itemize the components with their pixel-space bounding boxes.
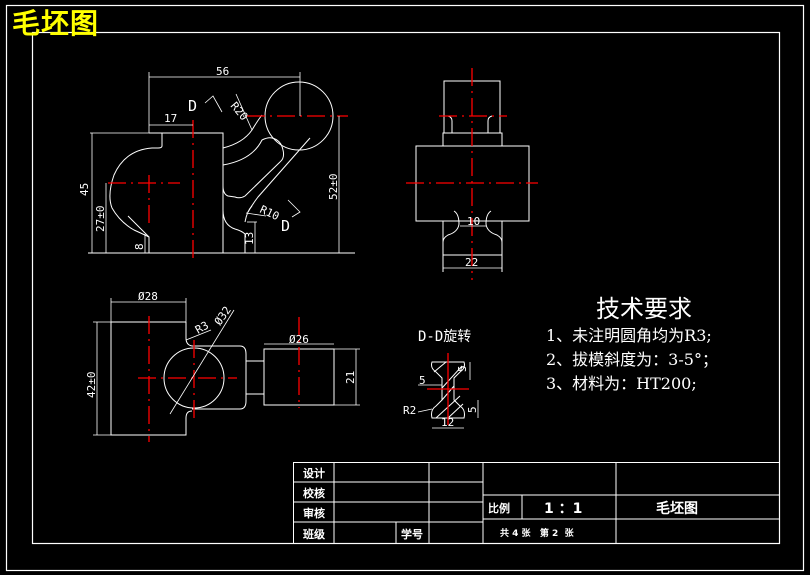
dim-r3: R3 bbox=[193, 319, 211, 337]
section-view: D-D旋转 5 5 5 12 R2 bbox=[403, 329, 479, 429]
section-mark-d-bottom: D bbox=[281, 217, 290, 235]
title-block bbox=[293, 462, 780, 544]
dim-5-top: 5 bbox=[456, 365, 469, 372]
title-block-drawing-name: 毛坯图 bbox=[656, 501, 698, 517]
top-view: Ø28 42±0 R3 Ø32 Ø26 21 bbox=[85, 290, 360, 442]
title-block-scale-value: 1 ：1 bbox=[544, 501, 583, 517]
dim-12: 12 bbox=[441, 416, 454, 429]
inner-frame bbox=[31, 31, 781, 545]
front-main-block bbox=[149, 132, 224, 254]
drawing-title-tag: 毛坯图 bbox=[12, 7, 100, 40]
title-block-sheets: 共 4 张 第 2 张 bbox=[500, 529, 574, 539]
tech-requirement-item: 3、材料为：HT200; bbox=[546, 374, 697, 393]
section-mark-d-top: D bbox=[188, 97, 197, 115]
dim-d28: Ø28 bbox=[138, 290, 158, 303]
dim-22: 22 bbox=[465, 256, 478, 269]
dim-42: 42±0 bbox=[85, 372, 98, 399]
outer-frame bbox=[5, 4, 805, 572]
title-block-class-label: 班级 bbox=[303, 528, 325, 541]
dim-5-left: 5 bbox=[419, 374, 426, 387]
dim-r2: R2 bbox=[403, 404, 416, 417]
title-block-design-label: 设计 bbox=[303, 467, 325, 480]
title-block-review-label: 审核 bbox=[303, 507, 325, 520]
title-block-student-id-label: 学号 bbox=[401, 528, 423, 541]
dim-5-bottom: 5 bbox=[466, 406, 479, 413]
tech-requirement-item: 1、未注明圆角均为R3; bbox=[546, 326, 712, 345]
dim-17: 17 bbox=[164, 112, 177, 125]
dim-56: 56 bbox=[216, 65, 229, 78]
side-view: 10 22 bbox=[406, 68, 538, 280]
dim-10: 10 bbox=[467, 215, 480, 228]
title-block-scale-label: 比例 bbox=[488, 502, 510, 515]
dim-r10: R10 bbox=[258, 203, 282, 223]
front-view: 56 17 45 27±0 8 13 52±0 R20 R10 D D bbox=[78, 65, 355, 262]
dim-8: 8 bbox=[133, 243, 146, 250]
dim-13: 13 bbox=[243, 232, 256, 245]
dim-27: 27±0 bbox=[94, 206, 107, 233]
tech-requirement-item: 2、拔模斜度为：3-5°； bbox=[546, 350, 718, 369]
dim-d26: Ø26 bbox=[289, 333, 309, 346]
title-block-check-label: 校核 bbox=[303, 487, 325, 500]
dim-d32: Ø32 bbox=[212, 304, 234, 328]
section-title: D-D旋转 bbox=[418, 329, 471, 345]
dim-21: 21 bbox=[344, 371, 357, 384]
tech-requirements-title: 技术要求 bbox=[596, 295, 692, 323]
dim-45: 45 bbox=[78, 183, 91, 196]
dim-52: 52±0 bbox=[327, 174, 340, 201]
